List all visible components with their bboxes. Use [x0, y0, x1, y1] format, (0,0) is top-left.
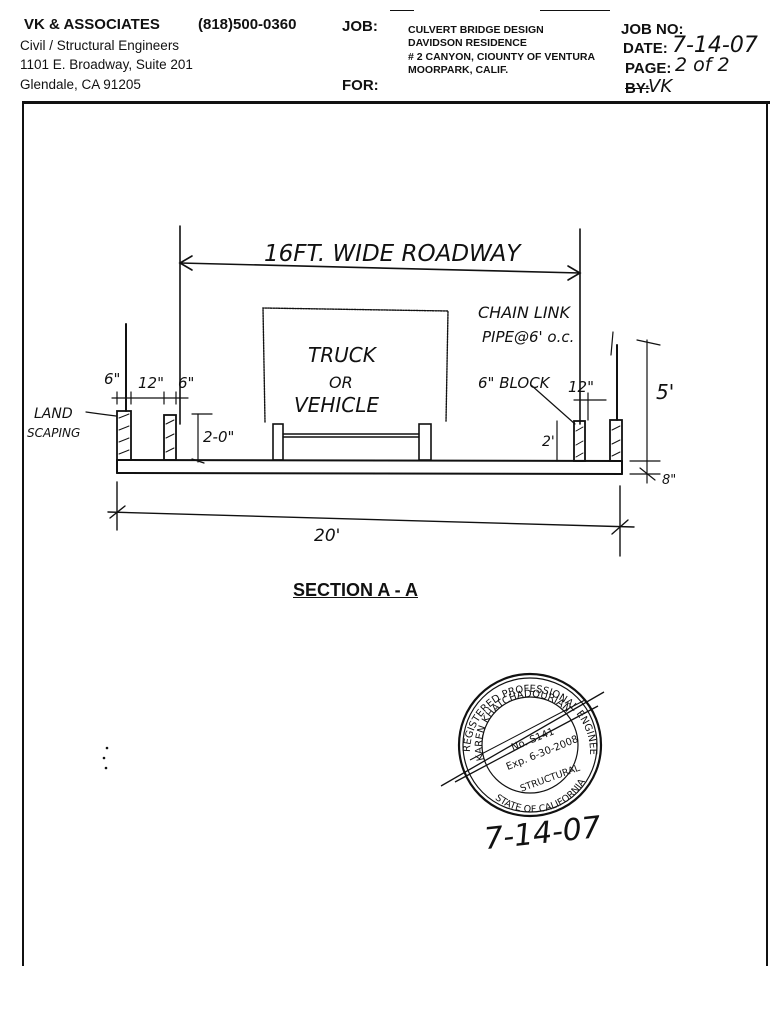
landscaping-label-line2: SCAPING [27, 426, 80, 440]
block-label: 6" BLOCK [478, 374, 551, 392]
roadway-arrow-right [567, 265, 582, 281]
vehicle-label-line3: VEHICLE [294, 393, 379, 417]
section-title: SECTION A - A [293, 580, 418, 600]
roadway-arrow-left [178, 255, 193, 271]
right-curb-hatch-2 [575, 440, 584, 446]
roadway-dim-line [179, 262, 581, 274]
firm-address-line2: Glendale, CA 91205 [20, 77, 141, 92]
chain-link-label-line2: PIPE@6' o.c. [482, 328, 574, 346]
right-curb [573, 420, 586, 462]
vehicle-wheel-right [418, 423, 432, 461]
dim-right-12: 12" [568, 378, 594, 396]
job-line-3: # 2 CANYON, CIOUNTY OF VENTURA [408, 51, 596, 63]
right-block-hatch-2 [611, 439, 621, 445]
slab-tick-diag [639, 467, 656, 481]
vehicle-label-line1: TRUCK [308, 343, 378, 367]
stray-mark-1 [105, 746, 109, 750]
left-border [22, 104, 24, 966]
landscaping-leader [85, 411, 117, 417]
landscaping-label-line1: LAND [34, 406, 73, 422]
dim-left-6: 6" [104, 370, 120, 388]
right-block-hatch-3 [611, 451, 621, 457]
by-value: VK [648, 76, 673, 97]
right-curb-hatch-1 [575, 426, 584, 432]
left-curb-hatch-1 [165, 419, 175, 425]
overall-tick-right [611, 519, 629, 535]
job-top-rule [390, 10, 414, 11]
firm-subtitle: Civil / Structural Engineers [20, 38, 180, 53]
left-curb [163, 414, 177, 461]
job-line-1: CULVERT BRIDGE DESIGN [408, 24, 544, 36]
page-label: PAGE: [625, 60, 672, 77]
firm-address-line1: 1101 E. Broadway, Suite 201 [20, 57, 193, 72]
vehicle-wheel-left [272, 423, 284, 461]
curb-height-tick-bottom [191, 458, 205, 464]
dim-left-6b: 6" [178, 374, 194, 392]
dim-left-12: 12" [138, 374, 164, 392]
dim-fence-height: 5' [656, 380, 674, 404]
roadway-label: 16FT. WIDE ROADWAY [264, 241, 522, 267]
left-block-hatch-3 [118, 437, 130, 443]
job-no-label: JOB NO: [621, 21, 684, 38]
firm-phone: (818)500-0360 [198, 16, 297, 33]
chain-link-leader [610, 331, 614, 356]
overall-tick-left [109, 505, 126, 519]
stray-mark-3 [104, 766, 108, 770]
left-block-hatch-2 [118, 425, 130, 431]
stray-mark-2 [102, 756, 106, 760]
dim-slab: 8" [662, 473, 676, 488]
slab-top [116, 459, 623, 462]
firm-name: VK & ASSOCIATES [24, 16, 160, 33]
job-line-4: MOORPARK, CALIF. [408, 64, 509, 76]
right-border [766, 104, 768, 966]
left-block-hatch-4 [118, 449, 130, 455]
dim-curb-height: 2-0" [203, 428, 234, 446]
by-label: BY: [625, 80, 650, 97]
date-value: 7-14-07 [672, 33, 758, 58]
date-label: DATE: [623, 40, 668, 57]
header-rule [22, 101, 770, 104]
left-curb-hatch-3 [165, 447, 175, 453]
job-top-rule-right [540, 10, 610, 11]
right-curb-hatch-3 [575, 452, 584, 458]
job-line-2: DAVIDSON RESIDENCE [408, 37, 527, 49]
vehicle-outline [262, 307, 449, 423]
dim-overall: 20' [314, 526, 340, 546]
page-value: 2 of 2 [675, 54, 730, 76]
left-curb-hatch-2 [165, 433, 175, 439]
fence-height-tick-top [636, 339, 661, 346]
left-block-hatch-1 [118, 413, 130, 419]
job-label: JOB: [342, 18, 378, 35]
for-label: FOR: [342, 77, 379, 94]
vehicle-label-line2: OR [329, 373, 353, 392]
slab-bottom [116, 472, 623, 475]
right-block [609, 419, 623, 462]
overall-dim-line [107, 511, 635, 528]
dim-right-2: 2' [542, 434, 555, 450]
right-block-hatch-1 [611, 425, 621, 431]
chain-link-label-line1: CHAIN LINK [478, 303, 572, 322]
block-leader [530, 384, 576, 425]
left-block [116, 410, 132, 461]
